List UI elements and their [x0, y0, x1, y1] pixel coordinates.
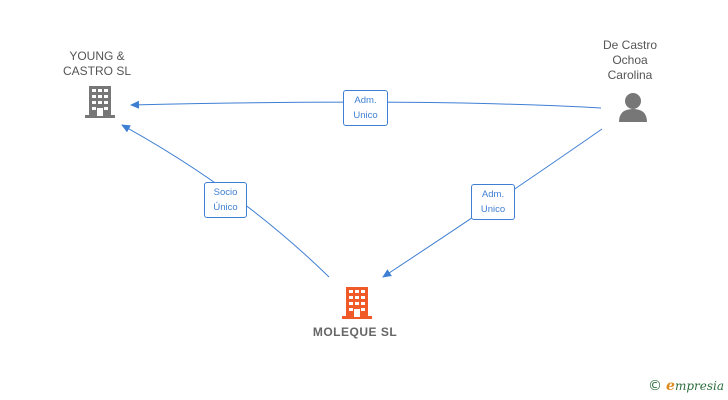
edge-label-line: Adm.: [354, 95, 377, 106]
brand-name: mpresia: [674, 379, 724, 393]
edge-label-adm-top: Adm. Unico: [343, 90, 388, 126]
node-de-castro-label: De Castro Ochoa Carolina: [580, 38, 680, 83]
label-line: CASTRO SL: [62, 64, 131, 78]
label-line: Carolina: [607, 68, 653, 82]
node-young-castro-label: YOUNG & CASTRO SL: [47, 49, 147, 79]
edge-label-adm-right: Adm. Unico: [471, 184, 515, 220]
edge-label-line: Único: [213, 202, 238, 213]
edge-adm-top: [130, 100, 602, 109]
edge-label-socio-unico: Socio Único: [204, 182, 247, 218]
copyright-icon: ©: [648, 378, 663, 394]
brand-logo: ©empresia: [648, 378, 724, 394]
edge-label-line: Unico: [353, 110, 378, 121]
edge-label-line: Socio: [213, 187, 238, 198]
building-icon: [342, 287, 372, 319]
person-icon: [619, 93, 647, 122]
label-line: De Castro: [602, 38, 658, 52]
node-moleque-label: MOLEQUE SL: [312, 325, 398, 339]
label-line: Ochoa: [612, 53, 648, 67]
edge-label-line: Unico: [480, 204, 506, 215]
label-line: YOUNG &: [69, 49, 125, 63]
brand-initial: e: [666, 378, 675, 394]
building-icon: [85, 86, 115, 118]
edge-label-line: Adm.: [481, 189, 505, 200]
